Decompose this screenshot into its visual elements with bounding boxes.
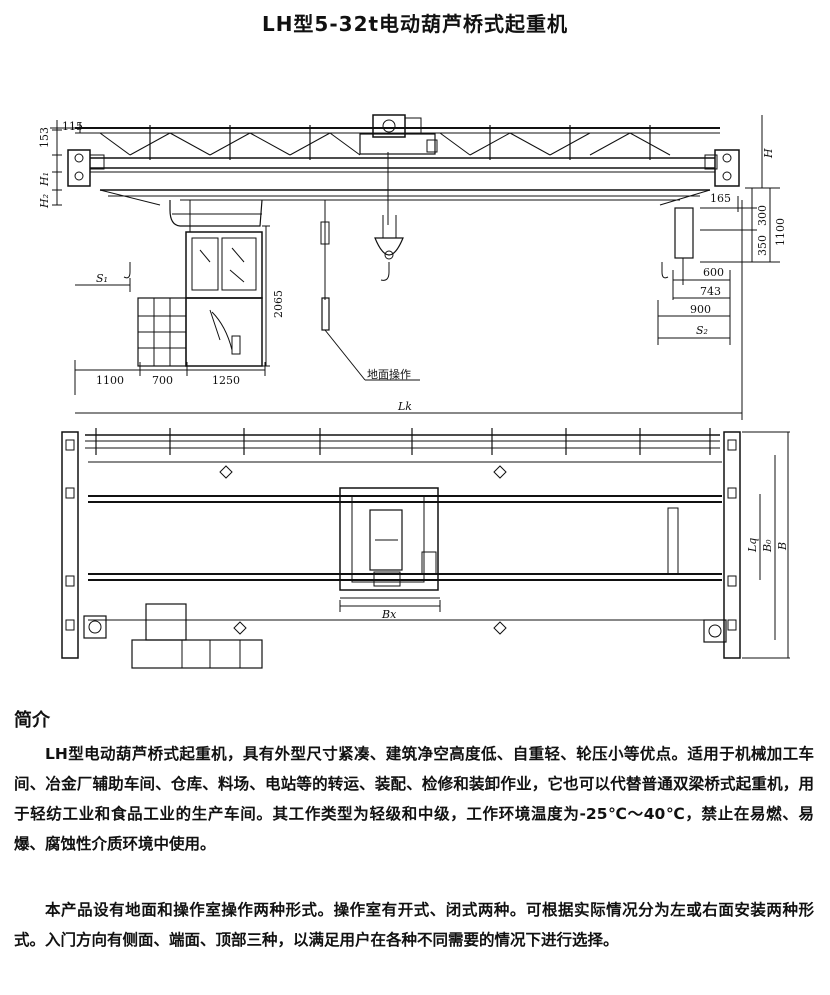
dim-350: 350 bbox=[756, 235, 769, 256]
intro-paragraph-1: LH型电动葫芦桥式起重机，具有外型尺寸紧凑、建筑净空高度低、自重轻、轮压小等优点… bbox=[14, 745, 814, 853]
dim-b: B bbox=[776, 542, 789, 551]
intro-heading: 简介 bbox=[14, 710, 50, 731]
plan-trolley bbox=[339, 487, 440, 599]
dim-h: H bbox=[762, 148, 775, 159]
dim-lk: Lk bbox=[397, 400, 412, 413]
pendant-control bbox=[320, 200, 366, 381]
dim-153: 153 bbox=[38, 127, 51, 148]
dim-300: 300 bbox=[756, 205, 769, 226]
main-hook bbox=[374, 215, 404, 281]
dim-bx: Bx bbox=[381, 608, 397, 621]
dim-743: 743 bbox=[700, 285, 721, 298]
dim-700-bottom: 700 bbox=[152, 374, 173, 387]
operator-cab bbox=[137, 199, 263, 367]
dim-h1: H₁ bbox=[38, 172, 51, 187]
plan-view bbox=[61, 428, 790, 669]
dim-s1: S₁ bbox=[96, 272, 108, 285]
dim-165: 165 bbox=[710, 192, 731, 205]
dim-2065: 2065 bbox=[272, 290, 285, 318]
dim-115: 115 bbox=[62, 120, 83, 133]
side-view bbox=[50, 114, 780, 420]
dim-1100-bottom: 1100 bbox=[96, 374, 124, 387]
dim-s2: S₂ bbox=[696, 324, 708, 337]
dim-1250-bottom: 1250 bbox=[212, 374, 240, 387]
drawing-title: LH型5-32t电动葫芦桥式起重机 bbox=[261, 12, 569, 36]
intro-paragraph-2: 本产品设有地面和操作室操作两种形式。操作室有开式、闭式两种。可根据实际情况分为左… bbox=[14, 901, 814, 949]
ground-operation-label: 地面操作 bbox=[367, 367, 411, 381]
dim-900: 900 bbox=[690, 303, 711, 316]
dim-1100-right: 1100 bbox=[774, 218, 787, 246]
crane-drawing: 115 153 H₁ H₂ H 165 300 350 1100 2065 S₁… bbox=[38, 114, 790, 669]
dim-h2: H₂ bbox=[38, 194, 51, 209]
dim-b0: B₀ bbox=[761, 539, 774, 553]
dim-lq: Lq bbox=[746, 538, 759, 553]
hoist-trolley bbox=[359, 114, 438, 225]
dim-600: 600 bbox=[703, 266, 724, 279]
